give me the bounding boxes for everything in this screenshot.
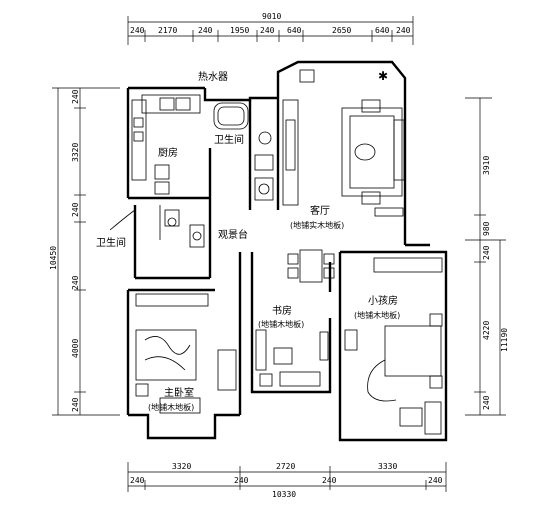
left-dimensions: 10450 240 3320 240 240 4000 240 [49,87,120,416]
kids-floor-label: (地铺木地板) [354,310,400,320]
left-dim-6: 240 [71,397,80,412]
room-labels: 热水器 厨房 卫生间 卫生间 客厅 (地铺实木地板) 观景台 书房 (地铺木地板… [96,70,400,412]
bathroom-main-label: 卫生间 [214,133,244,146]
water-heater-label: 热水器 [198,70,228,83]
left-bathroom-fixtures [109,205,205,248]
kitchen-fixtures [131,94,201,195]
top-dim-1: 240 [130,26,145,35]
living-floor-label: (地铺实木地板) [290,220,344,230]
living-room-label: 客厅 [310,204,330,217]
bottom-dim-3: 3330 [378,462,397,471]
walls [126,60,448,442]
bottom-dim-1: 3320 [172,462,191,471]
bathroom-left-label: 卫生间 [96,236,126,249]
kitchen-label: 厨房 [158,146,178,159]
master-bedroom-label: 主卧室 [164,386,194,399]
master-floor-label: (地铺木地板) [148,402,194,412]
master-bedroom-furniture [135,293,237,414]
top-dimensions: 9010 240 2170 240 1950 240 640 2650 640 … [127,12,414,45]
bottom-dimensions: 3320 2720 3330 240 240 240 240 10330 [127,462,447,499]
dining-furniture [287,249,335,283]
top-dim-2: 2170 [158,26,177,35]
left-dim-1: 240 [71,89,80,104]
bottom-dim-2: 2720 [276,462,295,471]
right-dim-5: 240 [482,395,491,410]
top-dim-6: 640 [287,26,302,35]
right-dim-1: 3910 [482,156,491,175]
top-dim-4: 1950 [230,26,249,35]
left-dim-4: 240 [71,275,80,290]
top-dim-3: 240 [198,26,213,35]
bottom-wall-dim-4: 240 [428,476,443,485]
top-dim-9: 240 [396,26,411,35]
bottom-wall-dim-1: 240 [130,476,145,485]
left-dim-2: 3320 [71,143,80,162]
bottom-wall-dim-2: 240 [234,476,249,485]
top-dim-8: 640 [375,26,390,35]
right-dim-3: 240 [482,245,491,260]
bathroom-fixtures [213,102,274,201]
right-overall-dim: 11190 [500,328,509,352]
bottom-wall-dim-3: 240 [322,476,337,485]
top-overall-dim: 9010 [262,12,281,21]
kids-room-label: 小孩房 [368,294,398,307]
living-room-furniture: ✱ [282,69,405,217]
top-dim-5: 240 [260,26,275,35]
bottom-overall-dim: 10330 [272,490,296,499]
right-dim-4: 4220 [482,321,491,340]
left-dim-5: 4000 [71,339,80,358]
study-label: 书房 [272,304,292,317]
plant-icon: ✱ [378,69,388,83]
kids-room-furniture [344,257,443,435]
study-floor-label: (地铺木地板) [258,319,304,329]
study-furniture [255,329,329,387]
viewing-deck-label: 观景台 [218,228,248,241]
left-dim-3: 240 [71,202,80,217]
left-overall-dim: 10450 [49,246,58,270]
right-dim-2: 980 [482,221,491,236]
top-dim-7: 2650 [332,26,351,35]
right-dimensions: 3910 980 240 4220 240 11190 [465,97,509,416]
